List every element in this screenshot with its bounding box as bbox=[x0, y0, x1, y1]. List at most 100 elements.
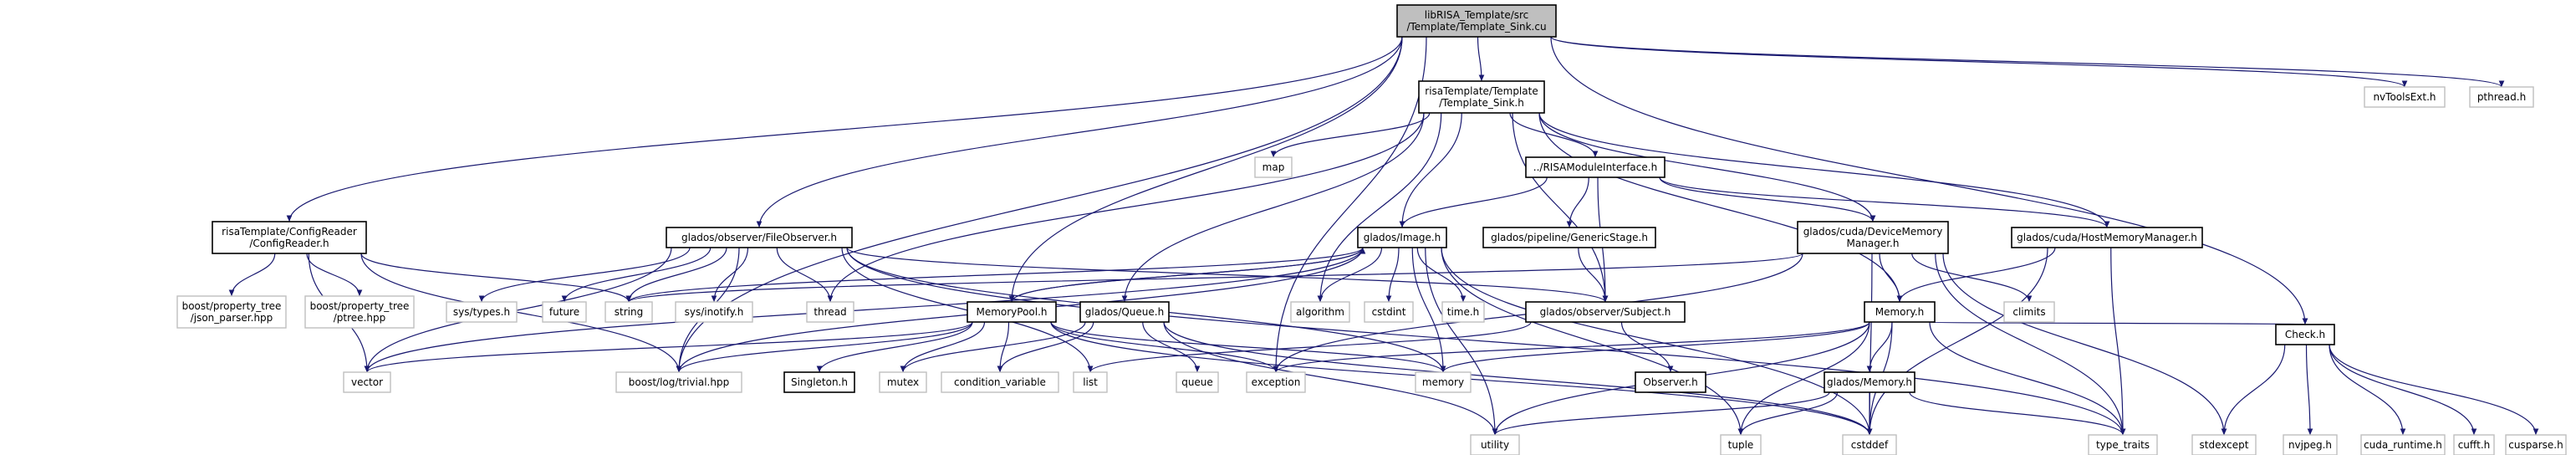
node-risamodule[interactable]: ../RISAModuleInterface.h bbox=[1525, 156, 1665, 178]
edge-memory_h-to-exception bbox=[1273, 321, 1870, 373]
node-label: climits bbox=[2012, 306, 2045, 318]
node-box bbox=[2469, 86, 2534, 108]
node-label: map bbox=[1262, 161, 1285, 173]
node-box bbox=[2505, 434, 2567, 455]
edge-memorypool-to-mutex bbox=[900, 321, 986, 373]
edge-queue_h-to-utility bbox=[1163, 321, 1498, 436]
edge-hostmem-to-typetraits bbox=[2110, 247, 2126, 436]
node-label: cufft.h bbox=[2458, 439, 2491, 451]
node-label: Observer.h bbox=[1643, 376, 1697, 388]
node-nvjpeg: nvjpeg.h bbox=[2283, 434, 2338, 455]
node-check[interactable]: Check.h bbox=[2275, 324, 2335, 345]
node-ptree: boost/property_tree/ptree.hpp bbox=[304, 295, 415, 329]
node-label: Memory.h bbox=[1875, 306, 1925, 318]
edge-root-to-memorypool bbox=[1008, 36, 1403, 303]
node-label: cuda_runtime.h bbox=[2364, 439, 2442, 451]
node-tsink[interactable]: risaTemplate/Template/Template_Sink.h bbox=[1418, 80, 1545, 114]
edge-fileobserver-to-inotify bbox=[711, 247, 749, 303]
node-label: algorithm bbox=[1296, 306, 1344, 318]
node-gladosmem[interactable]: glados/Memory.h bbox=[1824, 371, 1915, 393]
node-label: future bbox=[549, 306, 579, 318]
edge-configreader-to-ptree bbox=[306, 253, 363, 297]
node-memorypool[interactable]: MemoryPool.h bbox=[967, 301, 1057, 323]
node-label: Singleton.h bbox=[791, 376, 848, 388]
edge-risamodule-to-genericstage bbox=[1566, 176, 1589, 228]
node-box bbox=[941, 371, 1059, 393]
node-timeh: time.h bbox=[1441, 301, 1485, 323]
node-label: /json_parser.hpp bbox=[191, 312, 273, 324]
node-list: list bbox=[1073, 371, 1108, 393]
node-box bbox=[967, 301, 1057, 323]
edge-fileobserver-to-subject bbox=[846, 247, 1609, 303]
node-box bbox=[1525, 156, 1665, 178]
edge-image-to-vector bbox=[364, 247, 1364, 373]
node-condvar: condition_variable bbox=[941, 371, 1059, 393]
edge-devmem-to-string bbox=[626, 253, 1803, 303]
node-queue_h[interactable]: glados/Queue.h bbox=[1079, 301, 1170, 323]
node-box bbox=[176, 295, 287, 329]
edge-memory_h-to-tuple bbox=[1737, 321, 1870, 436]
edge-memorypool-to-vector bbox=[364, 321, 973, 373]
node-singleton[interactable]: Singleton.h bbox=[783, 371, 855, 393]
node-label: glados/observer/Subject.h bbox=[1540, 306, 1671, 318]
edge-queue_h-to-queue_std bbox=[1142, 321, 1201, 373]
node-genericstage[interactable]: glados/pipeline/GenericStage.h bbox=[1482, 227, 1656, 248]
edge-subject-to-observer bbox=[1620, 321, 1674, 373]
node-mutex: mutex bbox=[879, 371, 927, 393]
node-label: tuple bbox=[1728, 439, 1754, 451]
node-label: pthread.h bbox=[2477, 91, 2526, 103]
node-label: vector bbox=[351, 376, 383, 388]
edge-configreader-to-json bbox=[228, 253, 276, 297]
node-box bbox=[1525, 301, 1686, 323]
node-memory_h[interactable]: Memory.h bbox=[1864, 301, 1936, 323]
node-image[interactable]: glados/Image.h bbox=[1357, 227, 1447, 248]
node-box bbox=[1864, 301, 1936, 323]
node-label: list bbox=[1083, 376, 1098, 388]
node-climits: climits bbox=[2003, 301, 2055, 323]
node-label: utility bbox=[1481, 439, 1509, 451]
edge-fileobserver-to-thread bbox=[776, 247, 834, 303]
edge-root-to-tsink bbox=[1477, 36, 1485, 82]
node-box bbox=[2191, 434, 2257, 455]
node-box bbox=[604, 301, 653, 323]
node-subject[interactable]: glados/observer/Subject.h bbox=[1525, 301, 1686, 323]
node-box bbox=[879, 371, 927, 393]
node-queue_std: queue bbox=[1176, 371, 1219, 393]
node-vector: vector bbox=[343, 371, 391, 393]
node-label: memory bbox=[1422, 376, 1464, 388]
edge-root-to-configreader bbox=[286, 36, 1403, 222]
node-cstddef: cstddef bbox=[1842, 434, 1897, 455]
node-fileobserver[interactable]: glados/observer/FileObserver.h bbox=[666, 227, 853, 248]
node-box bbox=[1482, 227, 1656, 248]
node-observer[interactable]: Observer.h bbox=[1635, 371, 1706, 393]
node-label: /Template_Sink.h bbox=[1439, 97, 1524, 109]
edge-fileobserver-to-systypes bbox=[478, 247, 691, 303]
node-algorithm: algorithm bbox=[1290, 301, 1350, 323]
node-future: future bbox=[542, 301, 587, 323]
node-label: libRISA_Template/src bbox=[1425, 9, 1529, 21]
node-box bbox=[675, 301, 753, 323]
node-label: boost/property_tree bbox=[310, 300, 410, 312]
node-box bbox=[446, 301, 518, 323]
node-box bbox=[542, 301, 587, 323]
node-label: nvjpeg.h bbox=[2288, 439, 2332, 451]
nodes-layer: libRISA_Template/src/Template/Template_S… bbox=[176, 4, 2567, 455]
node-box bbox=[343, 371, 391, 393]
edge-memorypool-to-trivial bbox=[676, 321, 973, 373]
edge-image-to-tuple bbox=[1441, 247, 1744, 436]
node-label: condition_variable bbox=[954, 376, 1046, 388]
node-hostmem[interactable]: glados/cuda/HostMemoryManager.h bbox=[2011, 227, 2203, 248]
edge-image-to-string bbox=[625, 247, 1364, 303]
node-thread: thread bbox=[806, 301, 854, 323]
node-root[interactable]: libRISA_Template/src/Template/Template_S… bbox=[1396, 4, 1557, 38]
node-label: cstdint bbox=[1372, 306, 1406, 318]
node-label: glados/Memory.h bbox=[1827, 376, 1912, 388]
node-string: string bbox=[604, 301, 653, 323]
node-configreader[interactable]: risaTemplate/ConfigReader/ConfigReader.h bbox=[212, 221, 367, 254]
node-box bbox=[806, 301, 854, 323]
node-label: exception bbox=[1252, 376, 1301, 388]
node-label: time.h bbox=[1447, 306, 1480, 318]
edge-queue_h-to-cstddef bbox=[1163, 321, 1873, 436]
